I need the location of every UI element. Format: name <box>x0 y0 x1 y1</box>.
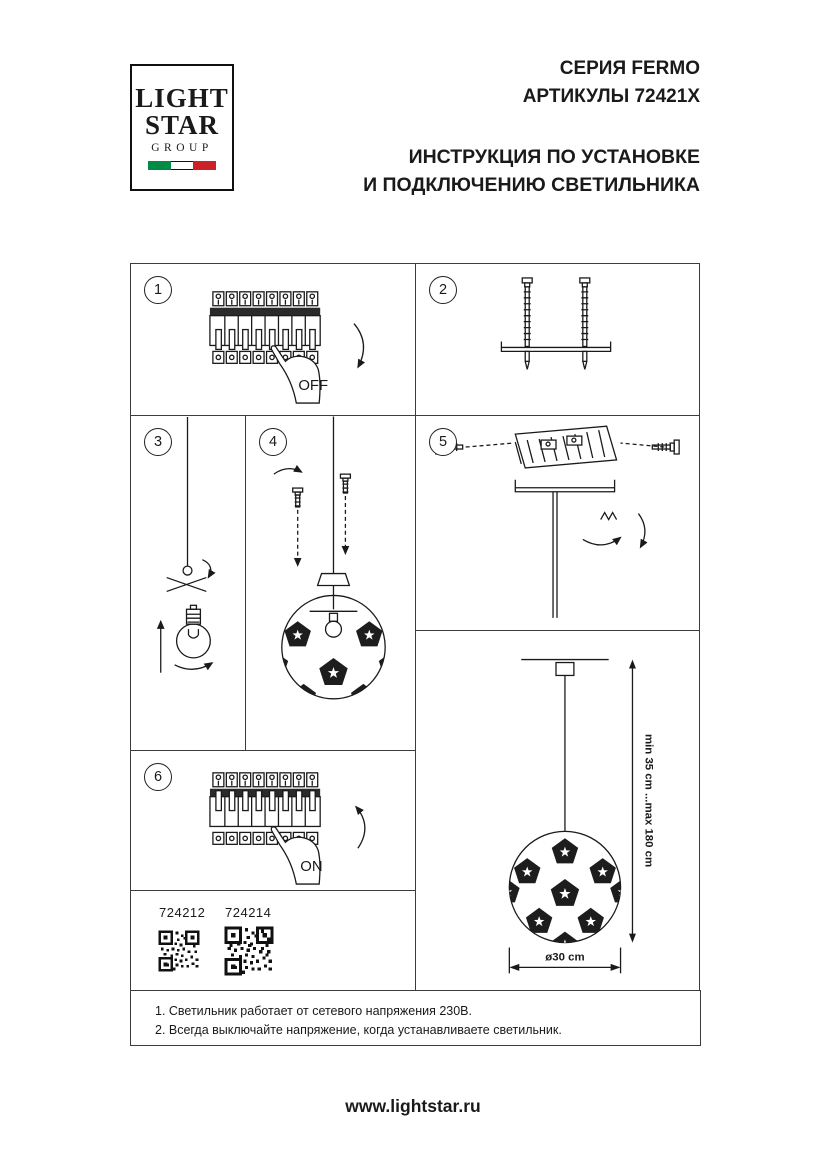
canopy-bar <box>514 479 616 493</box>
pentagon-pattern <box>509 838 621 943</box>
instruction-title-line1: ИНСТРУКЦИЯ ПО УСТАНОВКЕ <box>408 146 700 168</box>
article-code-left: 724212 <box>159 905 206 920</box>
up-arrow-icon <box>355 805 366 849</box>
canopy <box>316 572 351 587</box>
step-6-badge: 6 <box>144 763 172 791</box>
hook-and-bulb-drawing <box>156 416 216 673</box>
spring-icon <box>600 511 618 521</box>
wire-twist-icon <box>166 576 207 593</box>
pendant-dimensions-drawing: min 35 cm ...max 180 cm ø30 cm <box>508 658 654 974</box>
step-2-badge: 2 <box>429 276 457 304</box>
rotate-arrow-icon <box>582 536 622 546</box>
step-5-badge: 5 <box>429 428 457 456</box>
mounting-plate <box>514 425 618 469</box>
qr-code-724212 <box>158 930 200 972</box>
on-label: ON <box>300 859 322 875</box>
mounting-bracket-drawing <box>500 277 612 370</box>
diameter-dimension-label: ø30 cm <box>545 951 584 963</box>
instruction-title-line2: И ПОДКЛЮЧЕНИЮ СВЕТИЛЬНИКА <box>363 174 700 196</box>
series-title: СЕРИЯ FERMO <box>559 58 700 79</box>
bulb-glass <box>175 623 211 659</box>
step-1-panel: 1 OFF <box>130 263 415 415</box>
twist-arrow-icon <box>202 559 216 579</box>
screw-icon <box>521 277 533 370</box>
dimensions-panel: min 35 cm ...max 180 cm ø30 cm <box>415 630 700 990</box>
hand-icon <box>270 345 321 404</box>
logo-word-light: LIGHT <box>135 83 229 114</box>
italian-flag-icon <box>148 160 217 170</box>
screw-in-arrow-icon <box>174 662 214 671</box>
shade-assembly-drawing <box>273 416 386 700</box>
notes-panel: 1. Светильник работает от сетевого напря… <box>130 990 701 1046</box>
breaker-off-drawing: OFF <box>209 291 366 404</box>
website-link: www.lightstar.ru <box>345 1096 481 1116</box>
article-code-right: 724214 <box>225 905 272 920</box>
note-2: 2. Всегда выключайте напряжение, когда у… <box>155 1023 562 1037</box>
step-2-panel: 2 <box>415 263 700 415</box>
bracket-bar <box>500 341 612 353</box>
lightstar-logo: LIGHT STAR GROUP <box>130 64 234 191</box>
bulb-glass <box>324 620 343 638</box>
off-label: OFF <box>298 378 328 394</box>
screw-icon <box>292 487 304 508</box>
step-3-panel: 3 <box>130 415 245 750</box>
ceiling-mount-drawing <box>435 425 680 618</box>
height-dimension-label: min 35 cm ...max 180 cm <box>642 734 654 867</box>
canopy <box>555 661 575 677</box>
articles-title: АРТИКУЛЫ 72421X <box>522 86 700 107</box>
note-1: 1. Светильник работает от сетевого напря… <box>155 1004 472 1018</box>
breaker-on-drawing: ON <box>209 772 366 885</box>
logo-word-star: STAR <box>144 109 220 140</box>
logo-word-group: GROUP <box>151 141 213 154</box>
qr-code-724214 <box>224 926 274 976</box>
step-6-panel: 6 ON <box>130 750 415 890</box>
bulb-base <box>328 612 339 622</box>
step-1-badge: 1 <box>144 276 172 304</box>
pentagon-pattern <box>281 621 386 699</box>
step-4-panel: 4 <box>245 415 415 750</box>
step-3-badge: 3 <box>144 428 172 456</box>
step-4-badge: 4 <box>259 428 287 456</box>
rotate-arrow-icon <box>273 464 303 475</box>
rotate-arrow-icon <box>637 513 648 549</box>
suspension-rod <box>552 491 558 618</box>
codes-panel: 724212 724214 <box>130 890 415 990</box>
hand-icon <box>270 826 321 885</box>
step-5-panel: 5 <box>415 415 700 630</box>
down-arrow-icon <box>353 323 366 369</box>
